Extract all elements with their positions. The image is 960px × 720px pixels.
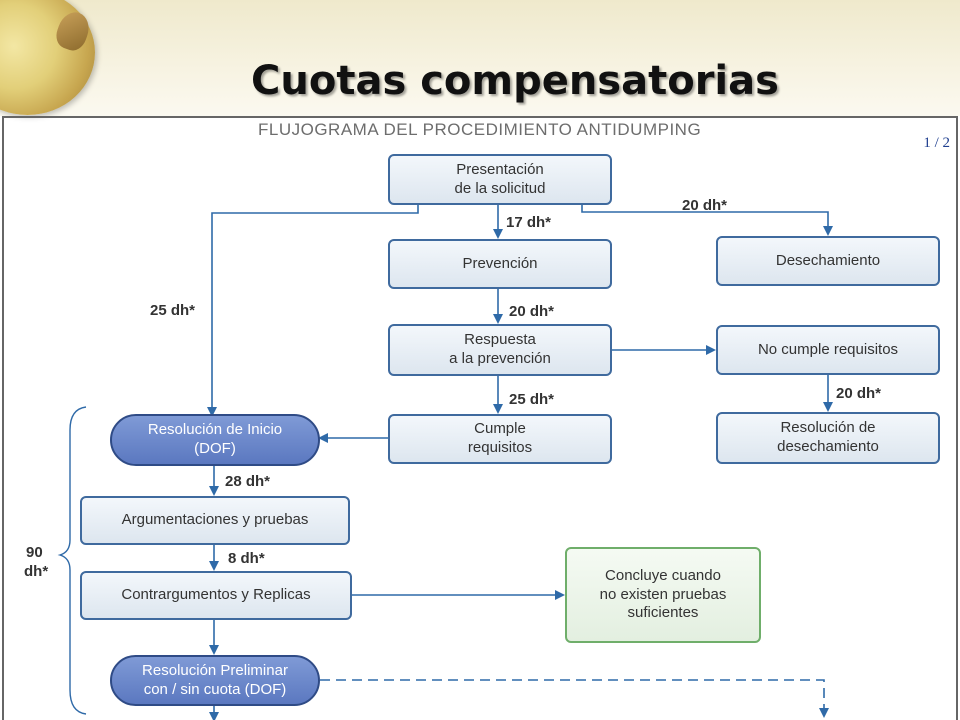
- duration-20-top: 20 dh*: [682, 197, 728, 214]
- slide-header: Cuotas compensatorias: [0, 0, 960, 116]
- brace-label-number: 90: [26, 544, 43, 561]
- node-desechamiento-label: Desechamiento: [775, 251, 881, 269]
- node-presentacion-line1: Presentación: [456, 160, 544, 178]
- node-desechamiento: Desechamiento: [716, 236, 940, 286]
- node-resolucion-inicio: Resolución de Inicio(DOF): [110, 414, 320, 466]
- duration-17: 17 dh*: [506, 214, 552, 231]
- node-resolucion-desechamiento-line1: Resolución de: [780, 419, 876, 437]
- arrow-presentacion-inicio: [207, 205, 419, 417]
- duration-28: 28 dh*: [225, 473, 271, 490]
- brace-label-unit: dh*: [24, 563, 49, 580]
- node-resolucion-preliminar-line2: con / sin cuota (DOF): [143, 680, 287, 698]
- node-concluye-line1: Concluye cuando: [605, 566, 721, 584]
- slide-frame: [2, 116, 958, 720]
- node-concluye-line2: no existen pruebas: [599, 585, 727, 603]
- node-argumentaciones-label: Argumentaciones y pruebas: [121, 511, 309, 529]
- node-resolucion-desechamiento-line2: desechamiento: [777, 438, 879, 455]
- node-prevencion: Prevención: [388, 239, 612, 289]
- node-resolucion-inicio-line1: Resolución de Inicio: [147, 421, 283, 439]
- duration-20-right: 20 dh*: [836, 385, 882, 402]
- duration-8: 8 dh*: [228, 550, 265, 567]
- duration-25-left: 25 dh*: [150, 302, 196, 319]
- node-concluye-line3: suficientes: [627, 604, 699, 622]
- duration-20-mid: 20 dh*: [509, 303, 555, 320]
- node-respuesta-line2: a la prevención: [449, 350, 551, 367]
- arrow-presentacion-desechamiento: [581, 205, 833, 236]
- node-resolucion-inicio-line2: (DOF): [194, 440, 236, 457]
- node-contrargumentos: Contrargumentos y Replicas: [80, 571, 352, 620]
- node-argumentaciones: Argumentaciones y pruebas: [80, 496, 350, 545]
- node-resolucion-preliminar-line1: Resolución Preliminar: [142, 661, 288, 679]
- node-presentacion-line2: de la solicitud: [454, 179, 546, 197]
- dashed-arrow-preliminar: [320, 679, 829, 718]
- page-indicator: 1 / 2: [923, 135, 950, 151]
- node-cumple-line1: Cumple: [474, 420, 526, 438]
- duration-brace: [57, 406, 87, 715]
- node-no-cumple: No cumple requisitos: [716, 325, 940, 375]
- node-respuesta-line1: Respuesta: [464, 331, 536, 349]
- duration-25-mid: 25 dh*: [509, 391, 555, 408]
- node-cumple-line2: requisitos: [467, 439, 533, 456]
- slide-title: Cuotas compensatorias: [251, 58, 779, 104]
- node-prevencion-label: Prevención: [462, 254, 538, 272]
- node-contrargumentos-label: Contrargumentos y Replicas: [121, 586, 311, 604]
- node-no-cumple-label: No cumple requisitos: [757, 340, 899, 358]
- flowchart-title: FLUJOGRAMA DEL PROCEDIMIENTO ANTIDUMPING: [258, 120, 702, 139]
